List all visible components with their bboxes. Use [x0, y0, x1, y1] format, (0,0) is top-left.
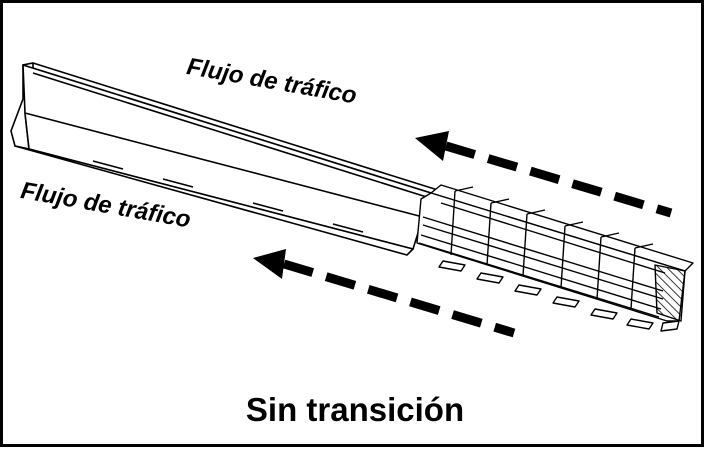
- diagram-caption: Sin transición: [245, 391, 465, 428]
- traffic-arrow-lower: [253, 249, 516, 338]
- traffic-arrow-upper: [415, 131, 673, 218]
- concrete-barrier: [10, 62, 442, 256]
- barrier-illustration: [10, 62, 694, 338]
- crash-cushion: [416, 184, 694, 332]
